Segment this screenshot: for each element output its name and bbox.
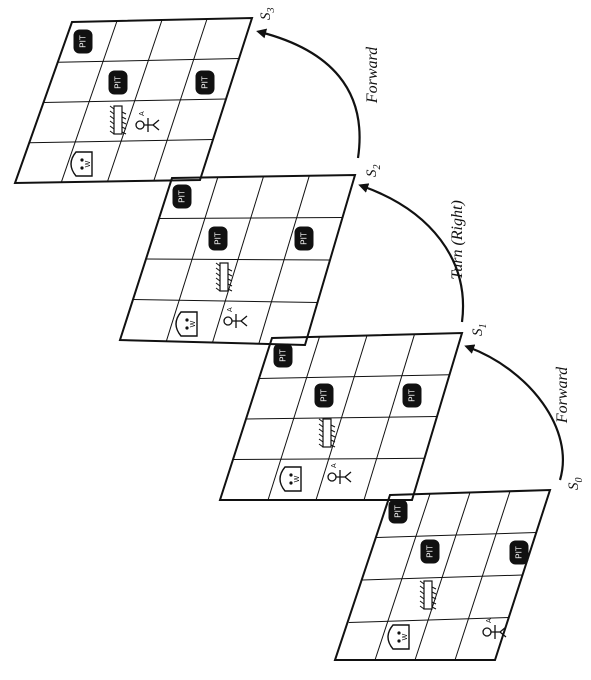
gold-icon	[419, 580, 437, 610]
svg-text:PIT: PIT	[79, 35, 88, 48]
svg-text:W: W	[85, 160, 92, 167]
board-s3: PIT PIT PIT W A	[13, 16, 254, 185]
svg-text:A: A	[139, 111, 146, 116]
state-label-s2: S2	[364, 165, 383, 178]
svg-text:W: W	[402, 633, 409, 640]
svg-text:PIT: PIT	[201, 76, 210, 89]
transition-arrow-s2-s3	[256, 28, 361, 159]
svg-text:A: A	[486, 618, 493, 623]
board-s1: PIT PIT PIT W A	[218, 331, 464, 501]
svg-text:PIT: PIT	[408, 389, 417, 402]
svg-text:W: W	[190, 320, 197, 327]
wumpus-icon: W	[279, 466, 302, 492]
action-label: Forward	[554, 366, 571, 424]
state-label-s0: S0	[566, 478, 585, 491]
svg-text:PIT: PIT	[394, 505, 403, 518]
wumpus-icon: W	[387, 624, 410, 650]
svg-text:PIT: PIT	[320, 389, 329, 402]
grid-lines	[348, 491, 537, 661]
agent-icon: A	[482, 618, 507, 639]
svg-text:PIT: PIT	[114, 76, 123, 89]
svg-text:A: A	[227, 307, 234, 312]
svg-text:PIT: PIT	[515, 546, 524, 559]
agent-icon: A	[327, 463, 352, 484]
gold-icon	[109, 105, 127, 135]
svg-text:PIT: PIT	[426, 545, 435, 558]
agent-icon: A	[223, 307, 248, 328]
pit-icon: PIT	[388, 499, 408, 524]
transition-arrow-s0-s1	[464, 344, 564, 481]
pit-icon: PIT	[509, 540, 529, 565]
board-outline	[13, 16, 254, 185]
pit-icon: PIT	[208, 226, 228, 251]
transition-arrow-s1-s2	[358, 183, 465, 323]
pit-icon: PIT	[314, 383, 334, 408]
action-label: Turn (Right)	[449, 200, 466, 280]
pit-icon: PIT	[273, 343, 293, 368]
state-label-s1: S1	[470, 324, 489, 337]
agent-icon: A	[135, 111, 160, 132]
board-outline	[118, 173, 357, 347]
gold-icon	[215, 262, 233, 292]
svg-text:W: W	[294, 475, 301, 482]
board-s2: PIT PIT PIT W A	[118, 173, 357, 347]
svg-text:PIT: PIT	[300, 232, 309, 245]
board-outline	[218, 331, 464, 501]
state-label-s3: S3	[258, 8, 277, 21]
pit-icon: PIT	[73, 29, 93, 54]
pit-icon: PIT	[108, 70, 128, 95]
svg-text:PIT: PIT	[279, 349, 288, 362]
wumpus-icon: W	[70, 151, 93, 177]
action-label: Forward	[364, 46, 381, 104]
svg-text:A: A	[331, 463, 338, 468]
wumpus-icon: W	[175, 311, 198, 337]
pit-icon: PIT	[294, 226, 314, 251]
grid-lines	[232, 334, 450, 501]
pit-icon: PIT	[402, 383, 422, 408]
grid-lines	[29, 18, 240, 183]
board-outline	[333, 488, 552, 661]
pit-icon: PIT	[172, 184, 192, 209]
grid-lines	[132, 175, 343, 344]
pit-icon: PIT	[420, 539, 440, 564]
svg-text:PIT: PIT	[178, 190, 187, 203]
svg-text:PIT: PIT	[214, 232, 223, 245]
gold-icon	[318, 418, 336, 448]
pit-icon: PIT	[195, 70, 215, 95]
board-s0: PIT PIT PIT W A	[333, 488, 552, 661]
